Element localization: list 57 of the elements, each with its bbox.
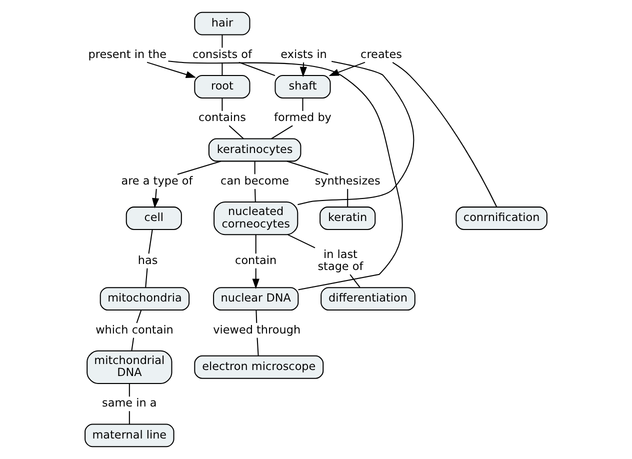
node-text: synthesizes — [314, 174, 380, 188]
node-text: in last stage of — [318, 248, 364, 274]
node-box: mitchondrial DNA — [86, 350, 172, 384]
node-text: can become — [220, 174, 290, 188]
node-box: nuclear DNA — [213, 287, 299, 311]
connector — [136, 310, 142, 324]
arrow — [252, 268, 260, 290]
node-box: differentiation — [320, 287, 416, 311]
node-box: shaft — [274, 75, 331, 98]
connector — [302, 98, 304, 111]
node-box: conrnification — [456, 206, 548, 230]
node-text: exists in — [280, 48, 327, 62]
node-text: contain — [235, 254, 277, 267]
connector — [177, 160, 222, 175]
node-text: contains — [198, 111, 246, 124]
connector — [392, 62, 498, 208]
node-box: mitochondria — [100, 287, 190, 311]
connector — [222, 98, 223, 111]
connector — [148, 230, 153, 254]
connector — [128, 411, 130, 424]
node-text: which contain — [96, 323, 174, 336]
connector — [238, 62, 276, 76]
connector — [222, 62, 223, 76]
node-box: maternal line — [84, 424, 174, 448]
node-text: consists of — [192, 48, 252, 62]
arrow — [328, 62, 366, 76]
connector — [271, 125, 293, 140]
connector — [255, 234, 256, 254]
node-text: same in a — [102, 396, 157, 410]
connector — [347, 188, 348, 207]
connector — [256, 338, 259, 356]
node-box: root — [194, 75, 250, 98]
node-text: viewed through — [213, 323, 301, 336]
arrow — [152, 188, 160, 208]
connector — [131, 338, 134, 351]
node-box: nucleated corneocytes — [214, 201, 298, 236]
node-box: hair — [194, 12, 250, 36]
node-text: present in the — [88, 48, 167, 62]
node-box: keratin — [320, 206, 376, 230]
connector — [350, 274, 360, 288]
connector — [286, 160, 328, 175]
connector — [254, 161, 256, 174]
node-text: creates — [360, 48, 402, 62]
connector — [228, 125, 244, 140]
connector — [222, 34, 223, 48]
connector — [145, 268, 148, 288]
arrow — [146, 62, 196, 78]
node-text: has — [138, 254, 158, 267]
connector — [128, 383, 130, 397]
connector — [254, 188, 256, 202]
connector — [256, 310, 258, 324]
connector — [288, 234, 316, 248]
node-text: are a type of — [121, 174, 193, 188]
node-box: cell — [126, 206, 182, 230]
node-box: keratinocytes — [208, 138, 302, 162]
node-box: electron microscope — [194, 355, 324, 379]
node-text: formed by — [274, 111, 332, 124]
